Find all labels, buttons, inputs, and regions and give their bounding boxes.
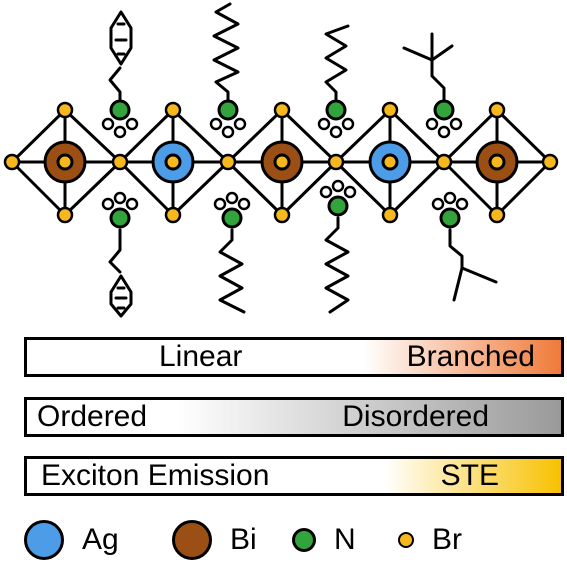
ordered-disordered-bar: Ordered Disordered xyxy=(24,397,564,437)
n-swatch xyxy=(292,527,316,552)
legend-item-ag: Ag xyxy=(24,517,119,562)
legend-label-br: Br xyxy=(432,522,462,556)
emission-type-bar: Exciton Emission STE xyxy=(24,456,564,496)
legend-label-n: N xyxy=(334,522,356,556)
legend-item-br: Br xyxy=(398,517,462,562)
linear-branched-bar: Linear Branched xyxy=(24,337,564,377)
legend: Ag Bi N Br xyxy=(0,517,567,562)
ligand-chains-top xyxy=(108,2,454,104)
disordered-label: Disordered xyxy=(342,400,489,433)
silver-atoms xyxy=(151,140,412,184)
bi-swatch xyxy=(172,519,212,560)
legend-label-bi: Bi xyxy=(230,522,257,556)
exciton-emission-label: Exciton Emission xyxy=(41,459,270,492)
bromine-atoms xyxy=(3,101,559,224)
branched-label: Branched xyxy=(406,340,535,373)
ag-swatch xyxy=(24,519,64,560)
ligand-chains-bottom xyxy=(108,216,498,318)
legend-item-n: N xyxy=(292,517,356,562)
ammonium-groups xyxy=(101,117,469,211)
perovskite-structure-diagram xyxy=(3,2,559,318)
ordered-label: Ordered xyxy=(37,400,148,433)
bismuth-atoms xyxy=(43,140,519,184)
legend-item-bi: Bi xyxy=(172,517,257,562)
br-swatch xyxy=(398,531,414,548)
ste-label: STE xyxy=(440,459,499,492)
nitrogen-atoms xyxy=(109,99,461,229)
legend-label-ag: Ag xyxy=(82,522,119,556)
linear-label: Linear xyxy=(159,340,243,373)
